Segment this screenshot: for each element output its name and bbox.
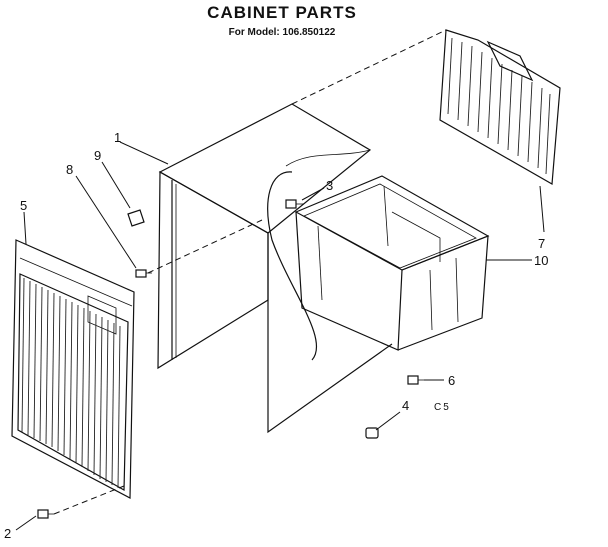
part-3-screw	[285, 199, 304, 209]
part-4-plug	[365, 427, 379, 439]
diagram-subtitle: For Model: 106.850122	[229, 27, 336, 38]
callout-2: 2	[4, 526, 11, 541]
assembly-lines	[53, 29, 447, 515]
callout-1: 1	[114, 130, 121, 145]
callout-10: 10	[534, 253, 548, 268]
callout-3: 3	[326, 178, 333, 193]
drawing-code-note: C5	[434, 402, 451, 413]
front-grille-panel	[11, 239, 135, 499]
diagram-title: CABINET PARTS	[207, 3, 357, 22]
part-2-screw	[37, 509, 54, 519]
leader-lines	[15, 141, 545, 531]
rear-filter-screen	[439, 29, 561, 185]
callout-7: 7	[538, 236, 545, 251]
rear-filter-mesh	[447, 37, 551, 175]
inner-tub	[294, 175, 490, 351]
callout-9: 9	[94, 148, 101, 163]
part-9-clip	[127, 209, 145, 227]
callout-5: 5	[20, 198, 27, 213]
front-grille-louvers	[21, 277, 121, 489]
cabinet-shell	[157, 103, 393, 434]
callout-8: 8	[66, 162, 73, 177]
callout-4: 4	[402, 398, 409, 413]
callout-6: 6	[448, 373, 455, 388]
part-6-screw	[407, 375, 424, 385]
part-8-screw	[135, 269, 152, 278]
